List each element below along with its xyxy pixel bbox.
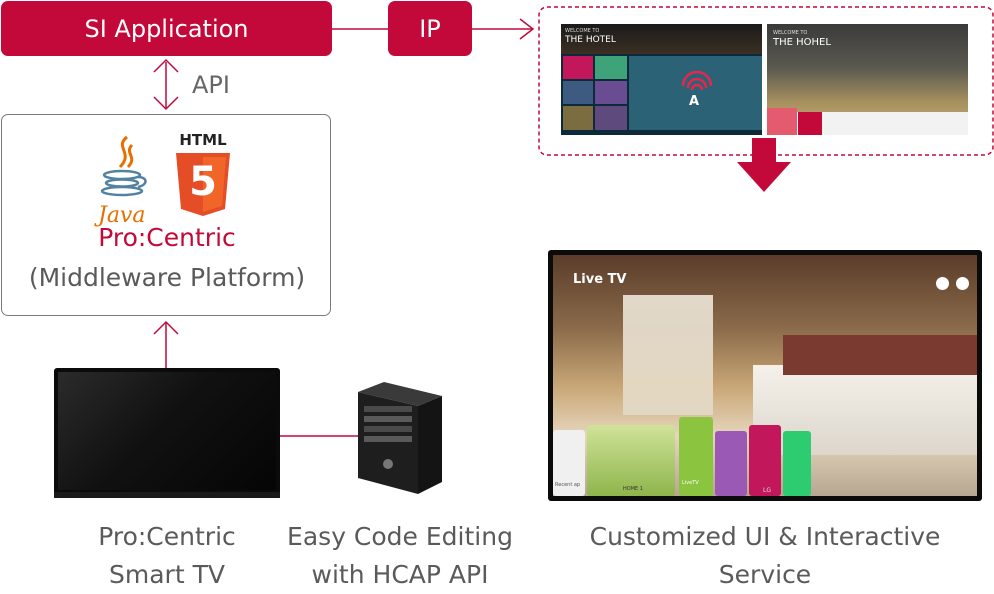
- main-tv-settings-icon: [936, 277, 949, 290]
- si-application-box: SI Application: [1, 1, 332, 56]
- tile-recent-apps: Recent ap: [553, 430, 585, 496]
- left-screen-center-letter: A: [689, 94, 699, 109]
- tile-photo: [749, 425, 781, 496]
- caption-code-editing-line1: Easy Code Editing: [270, 518, 530, 556]
- platform-name: Pro:Centric: [2, 223, 332, 252]
- main-tv-live-label: Live TV: [573, 272, 627, 287]
- server-computer-image: [358, 382, 442, 494]
- room-headboard: [783, 335, 977, 375]
- right-screen-tile-pink: [798, 112, 822, 135]
- server-tower-icon: [358, 382, 442, 494]
- tile-music: [715, 431, 747, 496]
- left-menu-tile-5: [563, 106, 593, 130]
- main-tv-screen: Live TV Recent ap HOME 1 LiveTV LG: [553, 255, 977, 496]
- caption-smart-tv-line2: Smart TV: [54, 556, 280, 594]
- left-menu-tile-6: [595, 106, 627, 130]
- caption-custom-ui-line1: Customized UI & Interactive: [560, 518, 970, 556]
- tile-home-label: HOME 1: [623, 486, 643, 492]
- ip-box: IP: [388, 1, 472, 56]
- down-arrow: [737, 138, 791, 192]
- tile-recent-apps-label: Recent ap: [555, 482, 580, 488]
- hotel-screen-right-welcome: WELCOME TO: [773, 30, 807, 36]
- caption-code-editing-line2: with HCAP API: [270, 556, 530, 594]
- smart-tv-screen: [58, 372, 276, 490]
- tile-app: [783, 431, 811, 496]
- right-screen-tile-red: [767, 108, 797, 135]
- main-tv-brand: LG: [763, 487, 771, 494]
- main-tv-input-icon: [956, 277, 969, 290]
- left-menu-tile-1: [563, 56, 593, 79]
- api-label: API: [192, 71, 230, 99]
- hotel-screen-left: WELCOME TO THE HOTEL A: [561, 24, 762, 135]
- caption-smart-tv-line1: Pro:Centric: [54, 518, 280, 556]
- platform-subtitle: (Middleware Platform): [2, 263, 332, 292]
- middleware-platform-box: Java HTML 5 Pro:Centric (Middleware Plat…: [1, 114, 331, 316]
- room-window: [623, 295, 713, 415]
- hotel-screen-left-title: THE HOTEL: [565, 35, 616, 45]
- html-number: 5: [176, 159, 230, 205]
- hotel-screen-right: WELCOME TO THE HOHEL: [767, 24, 968, 135]
- left-menu-tile-2: [595, 56, 627, 79]
- left-menu-tile-3: [563, 81, 593, 104]
- java-logo: Java: [94, 133, 154, 233]
- html-label: HTML: [172, 131, 234, 149]
- hotel-screen-right-title: THE HOHEL: [773, 37, 831, 48]
- ip-label: IP: [419, 15, 441, 43]
- tile-home: HOME 1: [587, 425, 675, 496]
- smart-tv-bottom-bezel: [54, 492, 280, 498]
- caption-code-editing: Easy Code Editing with HCAP API: [270, 518, 530, 594]
- si-application-label: SI Application: [84, 15, 248, 43]
- caption-custom-ui: Customized UI & Interactive Service: [560, 518, 970, 594]
- tile-live-tv-label: LiveTV: [682, 480, 699, 486]
- tile-live-tv: LiveTV: [679, 417, 713, 496]
- html5-logo: HTML 5: [172, 131, 234, 231]
- main-tv-image: Live TV Recent ap HOME 1 LiveTV LG: [548, 250, 982, 501]
- caption-smart-tv: Pro:Centric Smart TV: [54, 518, 280, 594]
- hotel-screen-left-welcome: WELCOME TO: [565, 28, 599, 34]
- smart-tv-image: [54, 368, 280, 498]
- java-cup-icon: [94, 133, 154, 203]
- left-menu-tile-4: [595, 81, 627, 104]
- caption-custom-ui-line2: Service: [560, 556, 970, 594]
